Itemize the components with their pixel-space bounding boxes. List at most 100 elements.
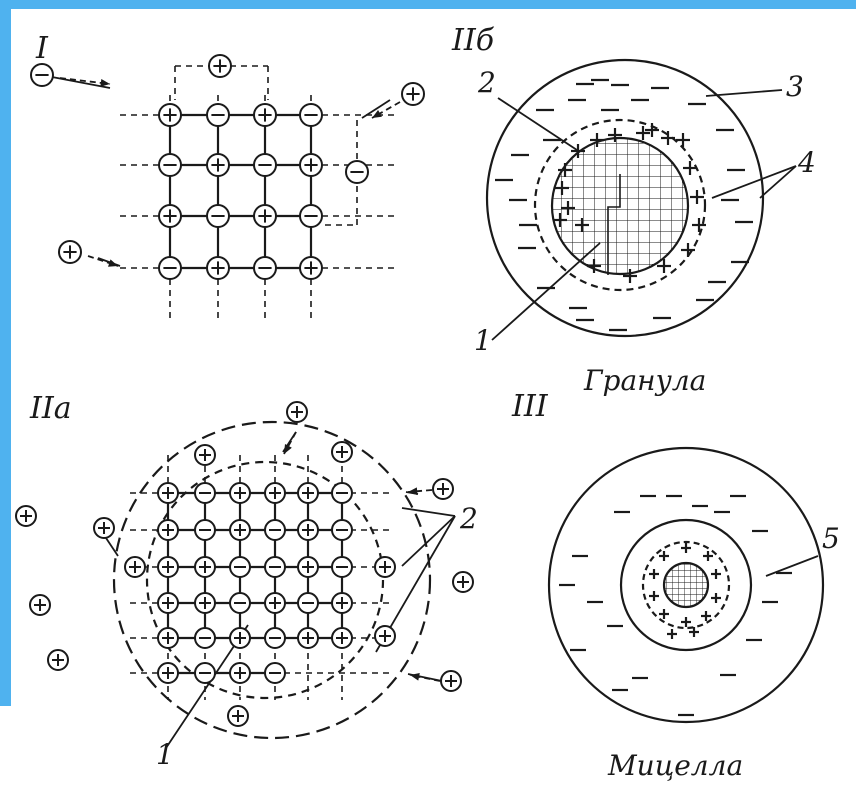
- minus-ion-icon: [195, 483, 215, 503]
- panel-label-III: III: [511, 389, 549, 424]
- plus-ion-icon: [332, 628, 352, 648]
- minus-ion-icon: [265, 520, 285, 540]
- plus-ion-icon: [265, 483, 285, 503]
- minus-ion-icon: [300, 104, 322, 126]
- plus-charge-mark: [690, 190, 704, 204]
- plus-ion-icon: [300, 154, 322, 176]
- plus-ion-icon: [195, 445, 215, 465]
- arrow-head: [100, 79, 110, 87]
- minus-ion-icon: [207, 104, 229, 126]
- plus-ion-icon: [159, 104, 181, 126]
- plus-ion-icon: [94, 518, 114, 538]
- panel-label-IIb: IIб: [451, 23, 495, 58]
- plus-charge-mark: [649, 569, 659, 579]
- micelle-caption: Мицелла: [607, 749, 743, 782]
- plus-ion-icon: [298, 628, 318, 648]
- plus-ion-icon: [453, 572, 473, 592]
- plus-ion-icon: [287, 402, 307, 422]
- plus-ion-icon: [158, 663, 178, 683]
- plus-charge-mark: [683, 161, 697, 175]
- minus-ion-icon: [207, 205, 229, 227]
- callout-4: 4: [797, 146, 816, 179]
- minus-ion-icon: [159, 154, 181, 176]
- plus-ion-icon: [195, 593, 215, 613]
- plus-charge-mark: [645, 123, 659, 137]
- plus-ion-icon: [125, 557, 145, 577]
- plus-ion-icon: [158, 483, 178, 503]
- plus-ion-icon: [195, 557, 215, 577]
- minus-ion-icon: [230, 593, 250, 613]
- plus-charge-mark: [676, 133, 690, 147]
- panel-label-I: I: [35, 31, 49, 66]
- minus-ion-icon: [332, 483, 352, 503]
- callout-1-granule: 1: [474, 324, 492, 357]
- plus-charge-mark: [667, 629, 677, 639]
- plus-ion-icon: [375, 626, 395, 646]
- plus-charge-mark: [681, 617, 691, 627]
- plus-ion-icon: [230, 663, 250, 683]
- plus-ion-icon: [158, 593, 178, 613]
- plus-ion-icon: [159, 205, 181, 227]
- minus-ion-icon: [300, 205, 322, 227]
- plus-ion-icon: [59, 241, 81, 263]
- granule-caption: Гранула: [583, 364, 706, 397]
- minus-ion-icon: [265, 557, 285, 577]
- plus-ion-icon: [230, 520, 250, 540]
- plus-ion-icon: [158, 520, 178, 540]
- plus-ion-icon: [254, 205, 276, 227]
- plus-ion-icon: [209, 55, 231, 77]
- plus-ion-icon: [16, 506, 36, 526]
- micelle-figure: [549, 448, 823, 722]
- plus-ion-icon: [375, 557, 395, 577]
- minus-ion-icon: [195, 663, 215, 683]
- plus-ion-icon: [298, 483, 318, 503]
- plus-ion-icon: [158, 628, 178, 648]
- plus-ion-icon: [433, 479, 453, 499]
- plus-ion-icon: [298, 557, 318, 577]
- minus-ion-icon: [230, 557, 250, 577]
- minus-ion-icon: [195, 520, 215, 540]
- plus-ion-icon: [265, 593, 285, 613]
- callout-2-granule: 2: [477, 66, 496, 99]
- plus-ion-icon: [207, 154, 229, 176]
- minus-ion-icon: [31, 64, 53, 86]
- callout-3: 3: [786, 70, 804, 103]
- minus-ion-icon: [332, 557, 352, 577]
- plus-charge-mark: [659, 551, 669, 561]
- minus-ion-icon: [265, 663, 285, 683]
- plus-ion-icon: [228, 706, 248, 726]
- plus-ion-icon: [254, 104, 276, 126]
- plus-charge-mark: [703, 551, 713, 561]
- plus-charge-mark: [636, 126, 650, 140]
- minus-ion-icon: [254, 257, 276, 279]
- plus-ion-icon: [30, 595, 50, 615]
- plus-ion-icon: [298, 520, 318, 540]
- lattice-boundary-circles: [114, 422, 430, 738]
- plus-charge-mark: [711, 569, 721, 579]
- callout-1-lattice: 1: [156, 738, 174, 771]
- plus-charge-mark: [649, 591, 659, 601]
- granule-figure: [487, 60, 763, 336]
- plus-ion-icon: [158, 557, 178, 577]
- plus-ion-icon: [402, 83, 424, 105]
- arrow-head: [108, 259, 118, 266]
- callout-2-lattice: 2: [459, 502, 478, 535]
- minus-ion-icon: [254, 154, 276, 176]
- minus-ion-icon: [159, 257, 181, 279]
- plus-ion-icon: [332, 442, 352, 462]
- plus-ion-icon: [230, 628, 250, 648]
- minus-ion-icon: [265, 628, 285, 648]
- minus-ion-icon: [195, 628, 215, 648]
- minus-ion-icon: [332, 520, 352, 540]
- plus-ion-icon: [207, 257, 229, 279]
- plus-charge-mark: [701, 611, 711, 621]
- plus-charge-mark: [711, 593, 721, 603]
- plus-charge-mark: [661, 131, 675, 145]
- plus-ion-icon: [441, 671, 461, 691]
- panel-label-IIa: IIа: [29, 391, 72, 426]
- plus-charge-mark: [681, 543, 691, 553]
- plus-ion-icon: [332, 593, 352, 613]
- plus-ion-icon: [300, 257, 322, 279]
- minus-ion-icon: [346, 161, 368, 183]
